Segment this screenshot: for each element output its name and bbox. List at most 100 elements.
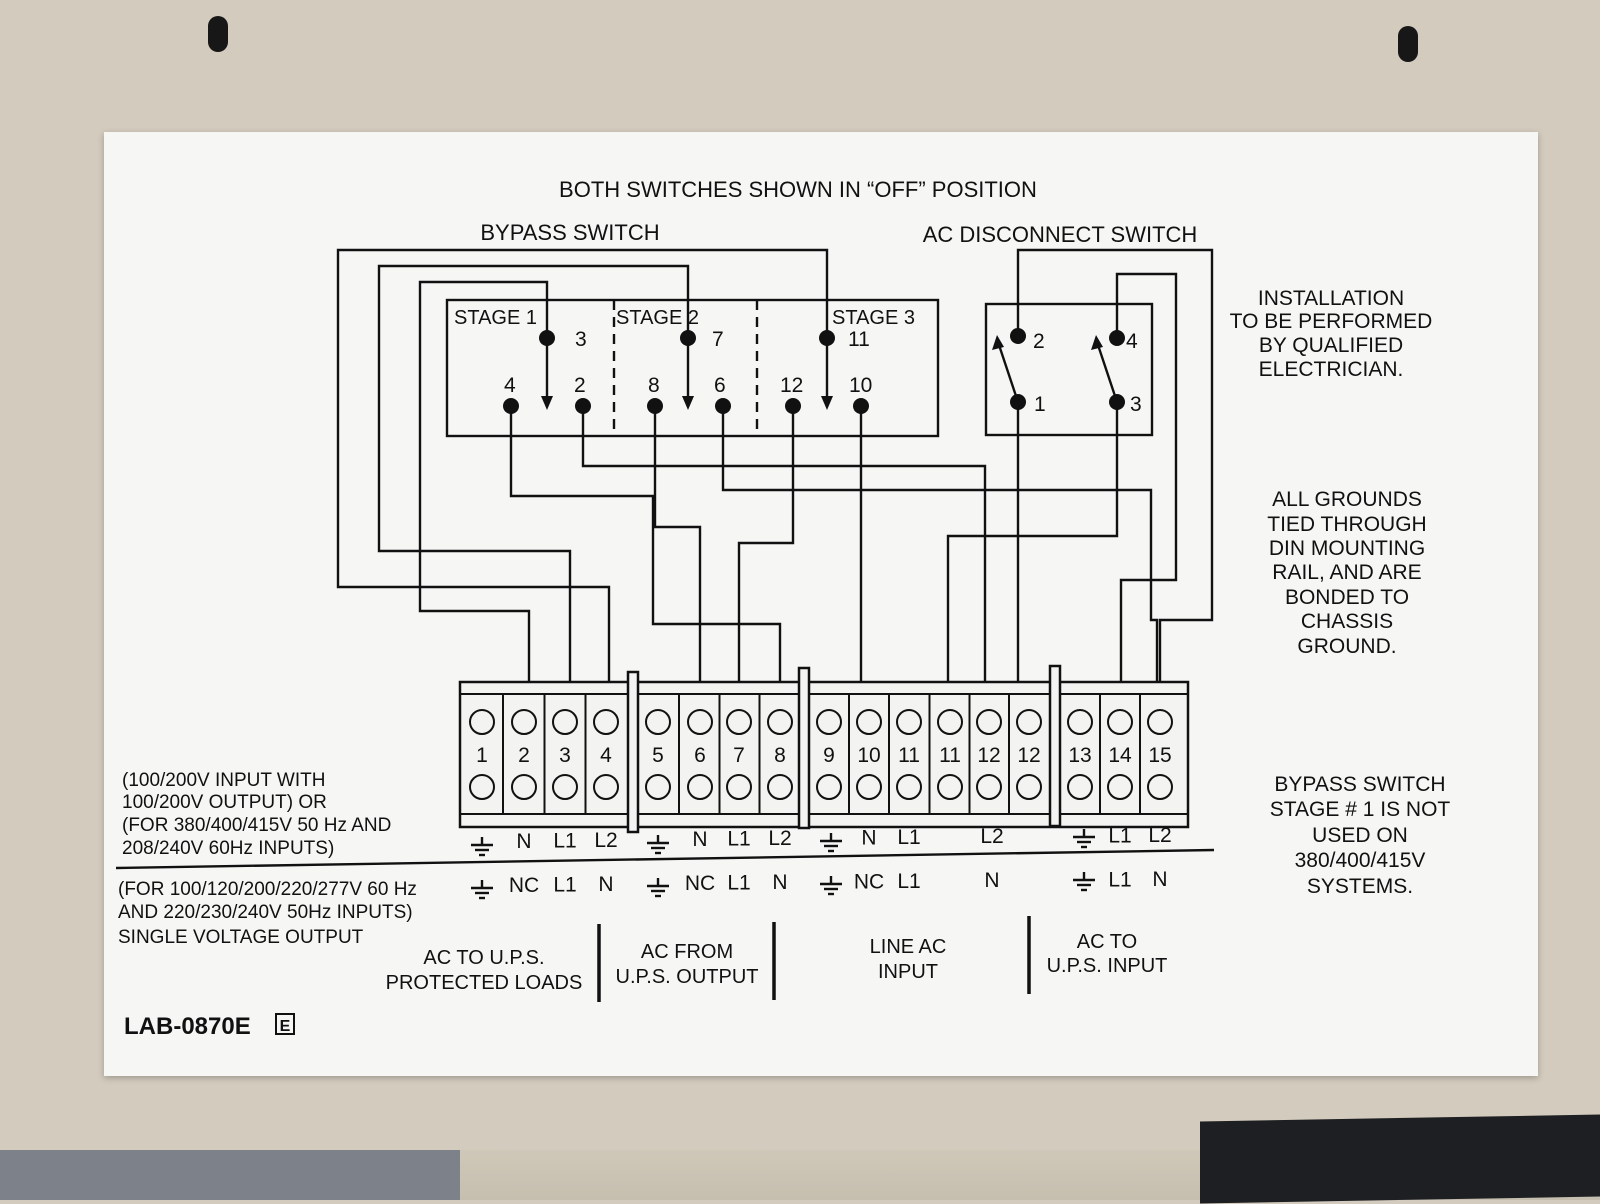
terminal-screw-top — [469, 709, 495, 735]
terminal-number: 7 — [733, 744, 745, 767]
part-suffix-box — [275, 1013, 295, 1035]
bypass-switch-heading: BYPASS SWITCH — [480, 220, 659, 245]
config-b-term: NC — [685, 872, 715, 895]
stage-1-label: STAGE 1 — [454, 307, 537, 329]
terminal-number: 3 — [559, 744, 571, 767]
ac-contact-2-label: 2 — [1033, 330, 1045, 353]
terminal-screw-top — [856, 709, 882, 735]
bypass-switch-box — [445, 298, 940, 438]
terminal-screw-bottom — [469, 774, 495, 800]
terminal-screw-bottom — [1067, 774, 1093, 800]
terminal-screw-top — [767, 709, 793, 735]
wire-ac-2 — [1016, 248, 1214, 682]
terminal-number: 12 — [1017, 744, 1040, 767]
contact-12-label: 12 — [780, 374, 803, 397]
svg-text:(100/200V INPUT WITH: (100/200V INPUT WITH — [122, 770, 325, 791]
terminal-screw-top — [816, 709, 842, 735]
wire-ac-4 — [1115, 272, 1178, 682]
ac-disconnect-box — [984, 302, 1154, 437]
ground-icon — [647, 835, 669, 855]
svg-text:TO BE PERFORMED: TO BE PERFORMED — [1230, 310, 1433, 333]
wire-contact-6 — [721, 406, 1159, 682]
ground-icon — [820, 876, 842, 896]
group-ac-from-ups-line2: U.P.S. OUTPUT — [616, 966, 759, 988]
config-a-term: L1 — [897, 826, 920, 849]
contact-6-label: 6 — [714, 374, 726, 397]
terminal-screw-bottom — [856, 774, 882, 800]
config-b-term: NC — [509, 874, 539, 897]
ground-symbols — [471, 829, 1095, 900]
ground-icon — [1073, 872, 1095, 892]
contact-10-label: 10 — [849, 374, 872, 397]
terminal-number: 12 — [977, 744, 1000, 767]
terminal-screw-top — [1067, 709, 1093, 735]
fabric-background — [0, 1150, 460, 1200]
terminal-screw-bottom — [511, 774, 537, 800]
terminal-number: 11 — [898, 744, 920, 767]
wire-contact-4 — [509, 406, 782, 682]
mounting-hole-left — [208, 16, 228, 52]
config-a-term: N — [516, 830, 531, 853]
group-ac-to-ups-input-line1: AC TO — [1077, 931, 1137, 953]
svg-text:380/400/415V: 380/400/415V — [1295, 849, 1426, 872]
terminal-screw-bottom — [816, 774, 842, 800]
terminal-screw-bottom — [896, 774, 922, 800]
stage-3-label: STAGE 3 — [832, 307, 915, 329]
group-labels: AC TO U.P.S. PROTECTED LOADS AC FROM U.P… — [386, 931, 1168, 994]
diagram-title: BOTH SWITCHES SHOWN IN “OFF” POSITION — [559, 177, 1037, 202]
terminal-screw-top — [896, 709, 922, 735]
end-stop-2 — [797, 666, 811, 830]
group-ac-to-ups-line1: AC TO U.P.S. — [423, 947, 544, 969]
group-line-ac-line1: LINE AC — [870, 936, 947, 958]
config-b-term: N — [598, 873, 613, 896]
blade-3-4 — [1096, 344, 1119, 403]
terminal-screw-top — [687, 709, 713, 735]
svg-text:BONDED TO: BONDED TO — [1285, 586, 1409, 609]
group-ac-from-ups-line1: AC FROM — [641, 941, 733, 963]
ground-icon — [647, 878, 669, 898]
terminal-number: 13 — [1068, 744, 1091, 767]
contact-3-label: 3 — [575, 328, 587, 351]
svg-text:INSTALLATION: INSTALLATION — [1258, 287, 1404, 310]
terminal-number: 10 — [857, 744, 880, 767]
config-b-term: N — [772, 871, 787, 894]
terminal-screw-bottom — [593, 774, 619, 800]
stage-2-label: STAGE 2 — [616, 307, 699, 329]
config-a-term: N — [861, 826, 876, 849]
terminal-screw-bottom — [1016, 774, 1042, 800]
mounting-hole-right — [1398, 26, 1418, 62]
terminal-screw-bottom — [976, 774, 1002, 800]
terminal-screw-top — [593, 709, 619, 735]
group-line-ac-line2: INPUT — [878, 961, 938, 983]
terminal-screw-top — [1107, 709, 1133, 735]
config-a-term: L1 — [727, 828, 750, 851]
config-b-term: L1 — [1108, 869, 1131, 892]
ac-disconnect-heading: AC DISCONNECT SWITCH — [923, 222, 1198, 247]
config-b-term: NC — [854, 870, 884, 893]
svg-text:SINGLE VOLTAGE OUTPUT: SINGLE VOLTAGE OUTPUT — [118, 927, 364, 948]
svg-text:TIED THROUGH: TIED THROUGH — [1267, 513, 1426, 536]
config-a-term: L1 — [553, 829, 576, 852]
config-a-term: N — [692, 828, 707, 851]
wire-contact-11 — [336, 248, 829, 682]
ground-icon — [471, 880, 493, 900]
terminal-screw-bottom — [767, 774, 793, 800]
config-a-term: L2 — [768, 827, 791, 850]
terminal-screw-top — [645, 709, 671, 735]
config-b-term: L1 — [727, 872, 750, 895]
wire-ac-3 — [946, 402, 1119, 682]
terminal-screw-top — [1016, 709, 1042, 735]
ac-contact-4-label: 4 — [1126, 330, 1138, 353]
grounds-note: ALL GROUNDS TIED THROUGH DIN MOUNTING RA… — [1267, 488, 1426, 658]
bypass-stage-note: BYPASS SWITCH STAGE # 1 IS NOT USED ON 3… — [1270, 773, 1451, 898]
ground-icon — [1073, 829, 1095, 849]
terminal-screw-top — [976, 709, 1002, 735]
ground-icon — [471, 837, 493, 857]
contact-4-label: 4 — [504, 374, 516, 397]
group-ac-to-ups-input-line2: U.P.S. INPUT — [1047, 955, 1168, 977]
blade-1-2 — [997, 344, 1020, 403]
terminal-screw-bottom — [687, 774, 713, 800]
